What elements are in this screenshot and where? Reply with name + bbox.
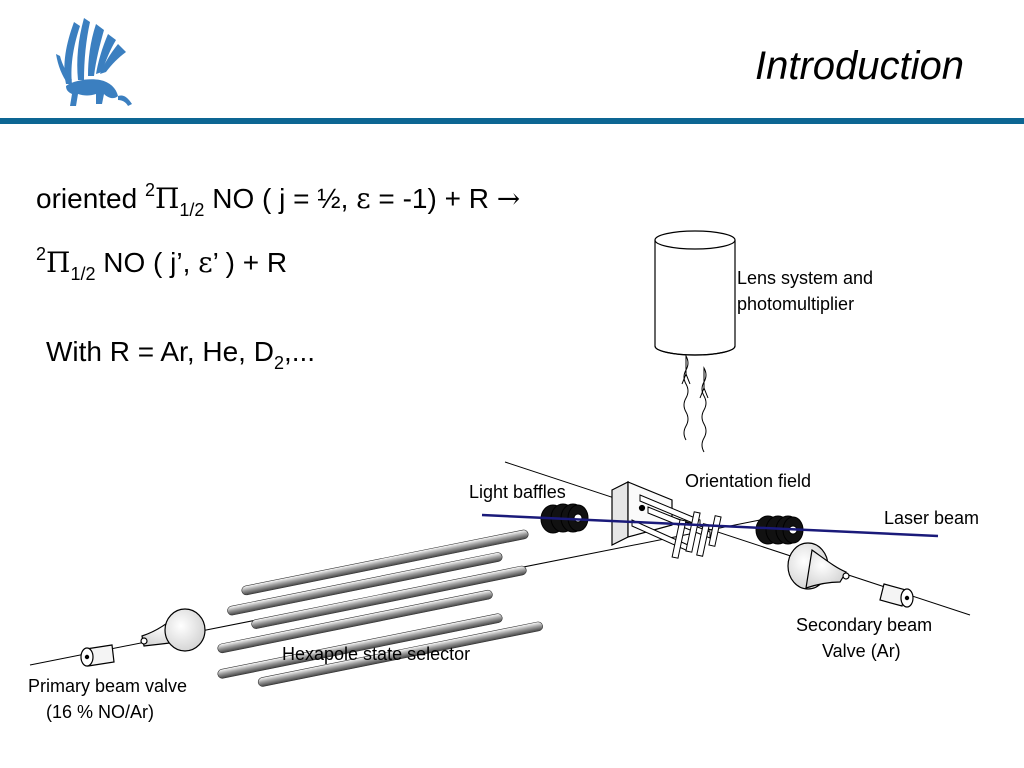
secondary-beam-label-line-1: Secondary beam bbox=[796, 615, 933, 635]
photomultiplier-cylinder bbox=[654, 230, 736, 356]
griffin-logo-icon bbox=[56, 18, 132, 106]
orientation-field-electrodes bbox=[611, 481, 722, 559]
eq2-rest: NO ( j’, bbox=[95, 247, 199, 278]
eq1-rest2: = -1) + R bbox=[370, 183, 497, 214]
primary-beam-label-line-1: Primary beam valve bbox=[28, 676, 188, 696]
eq1-subscript: 1/2 bbox=[179, 200, 205, 220]
reaction-equation-line-1: oriented 2Π1/2 NO ( j = ½, ε = -1) + R → bbox=[36, 180, 520, 221]
eq2-rest2: ’ ) + R bbox=[212, 247, 288, 278]
eq2-epsilon: ε bbox=[198, 246, 213, 279]
eq1-arrow: → bbox=[496, 182, 521, 215]
eq1-word: oriented bbox=[36, 183, 145, 214]
eq2-pi: Π bbox=[46, 246, 71, 279]
eq1-rest: NO ( j = ½, bbox=[204, 183, 357, 214]
reaction-equation-line-2: 2Π1/2 NO ( j’, ε’ ) + R bbox=[36, 244, 287, 285]
light-baffles-label: Light baffles bbox=[469, 482, 566, 502]
with-subscript: 2 bbox=[273, 353, 284, 373]
secondary-beam-valve-icon bbox=[787, 542, 914, 608]
eq2-subscript: 1/2 bbox=[70, 264, 96, 284]
page-title: Introduction bbox=[754, 44, 964, 88]
fluorescence-photon-arrows bbox=[681, 354, 709, 453]
eq1-pi: Π bbox=[154, 182, 180, 215]
lens-system-label-line-2: photomultiplier bbox=[737, 294, 855, 314]
lens-system-label-line-1: Lens system and bbox=[737, 268, 874, 288]
title-divider bbox=[0, 118, 1024, 124]
secondary-beam-label-line-2: Valve (Ar) bbox=[822, 641, 901, 661]
laser-beam-line bbox=[481, 513, 939, 538]
with-text: With R = Ar, He, D bbox=[46, 336, 274, 367]
light-baffles-right bbox=[755, 515, 804, 545]
hexapole-rods bbox=[217, 529, 543, 687]
eq1-superscript: 2 bbox=[144, 180, 155, 200]
collision-partner-line: With R = Ar, He, D2,... bbox=[46, 336, 315, 374]
hexapole-label: Hexapole state selector bbox=[282, 644, 471, 664]
laser-beam-label: Laser beam bbox=[884, 508, 980, 528]
with-tail: ,... bbox=[283, 336, 316, 367]
orientation-field-label: Orientation field bbox=[685, 471, 812, 491]
eq2-superscript: 2 bbox=[36, 244, 47, 264]
primary-beam-label-line-2: (16 % NO/Ar) bbox=[46, 702, 155, 722]
eq1-epsilon: ε bbox=[356, 182, 371, 215]
primary-beam-valve-icon bbox=[80, 608, 206, 667]
